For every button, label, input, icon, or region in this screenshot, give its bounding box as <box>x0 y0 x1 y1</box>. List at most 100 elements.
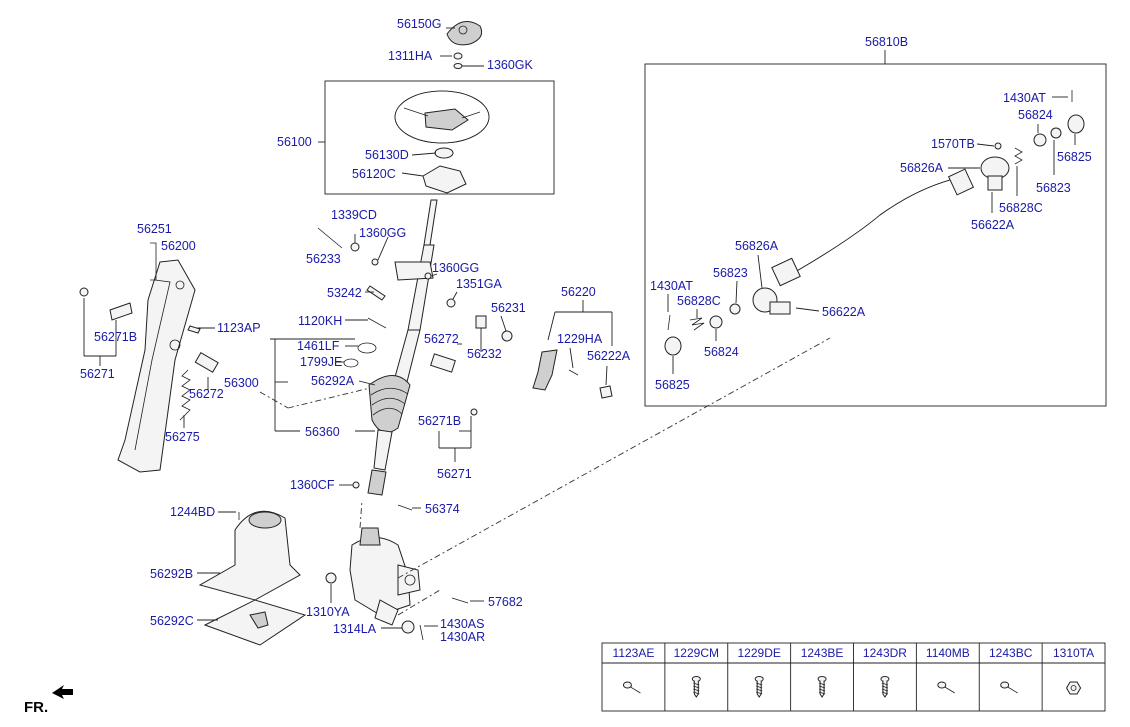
clip-1570tb <box>994 142 1002 150</box>
part-number-label: 1360CF <box>290 478 335 492</box>
part-number-label: 56825 <box>1057 150 1092 164</box>
legend-header: 1140MB <box>926 646 970 660</box>
steering-column <box>367 199 438 496</box>
screw-icon <box>817 676 827 698</box>
bolt-icon <box>937 681 956 694</box>
washer-1360gk <box>453 63 463 69</box>
pin-53242 <box>366 285 386 301</box>
dashed-link-gearbox <box>397 337 831 579</box>
pedal-bracket <box>117 259 196 473</box>
nut-1311ha <box>453 52 463 60</box>
cap-56222a <box>599 385 613 399</box>
part-number-label: 56828C <box>999 201 1043 215</box>
part-number-label: 1430AT <box>1003 91 1046 105</box>
part-number-label: 1799JE <box>300 355 342 369</box>
bolt-56233 <box>317 227 343 249</box>
washer-56271b <box>470 408 478 416</box>
part-number-label: 56231 <box>491 301 526 315</box>
part-number-label: 1339CD <box>331 208 377 222</box>
part-number-label: 56150G <box>397 17 441 31</box>
part-number-label: 56292A <box>311 374 355 388</box>
legend-header: 1229DE <box>738 646 781 660</box>
part-number-label: 56272 <box>189 387 224 401</box>
nut-1351ga <box>446 298 456 308</box>
washer-1360cf <box>352 481 360 489</box>
bracket-56271b-left <box>109 302 133 321</box>
cap-56824-lower <box>709 315 723 329</box>
part-number-label: 1360GK <box>487 58 534 72</box>
part-number-label: 56622A <box>971 218 1015 232</box>
part-number-label: 1311HA <box>388 49 433 63</box>
part-number-label: 56100 <box>277 135 312 149</box>
bushing-56232 <box>475 315 487 329</box>
part-number-label: 56272 <box>424 332 459 346</box>
part-number-label: 56824 <box>1018 108 1053 122</box>
bolt-1120kh <box>367 317 387 329</box>
part-number-label: 56271 <box>80 367 115 381</box>
part-number-label: 56251 <box>137 222 172 236</box>
part-number-label: 56233 <box>306 252 341 266</box>
screw-1123ap <box>187 325 201 334</box>
cap-56823-upper <box>1050 127 1062 139</box>
clip-56251 <box>150 242 157 281</box>
leader-lines <box>83 27 1076 629</box>
spacer-56272-left <box>194 351 219 373</box>
part-number-label: 56271B <box>94 330 137 344</box>
legend-header: 1123AE <box>613 646 655 660</box>
part-number-label: 56374 <box>425 502 460 516</box>
part-number-label: 56826A <box>900 161 944 175</box>
part-number-label: 56300 <box>224 376 259 390</box>
plate-slot <box>249 611 269 629</box>
gearbox-housing <box>349 527 421 626</box>
part-number-label: 56825 <box>655 378 690 392</box>
horn-pad <box>446 21 483 46</box>
pin-1430as <box>419 624 424 641</box>
callout-labels: 56150G 1311HA 1360GK 56100 56130D 56120C 1339C… <box>80 17 1092 644</box>
part-number-label: 56200 <box>161 239 196 253</box>
part-number-label: 56360 <box>305 425 340 439</box>
bolt-57682 <box>451 597 469 604</box>
part-number-label: 1314LA <box>333 622 377 636</box>
legend-header: 1229CM <box>674 646 719 660</box>
washer-1360gg-a <box>371 258 379 266</box>
part-number-label: 56271 <box>437 467 472 481</box>
part-number-label: 53242 <box>327 286 362 300</box>
bolt-56374 <box>397 504 413 511</box>
part-number-label: 56824 <box>704 345 739 359</box>
part-number-label: 56130D <box>365 148 409 162</box>
steering-wheel-box <box>324 80 555 195</box>
washer-1360gg-b <box>424 272 432 280</box>
part-number-label: 1229HA <box>557 332 603 346</box>
part-number-label: 1310YA <box>306 605 350 619</box>
part-number-label: 56826A <box>735 239 779 253</box>
part-number-label: 56271B <box>418 414 461 428</box>
cap-56824-upper <box>1033 133 1047 147</box>
part-number-label: 1360GG <box>359 226 406 240</box>
cable-end-lower <box>771 257 801 287</box>
shift-cable-box <box>644 63 1107 407</box>
part-number-label: 1430AR <box>440 630 485 644</box>
dashed-link-column <box>287 387 371 409</box>
part-number-label: 1461LF <box>297 339 340 353</box>
dashed-link-pivot <box>359 499 363 529</box>
part-number-label: 56823 <box>1036 181 1071 195</box>
shift-cable-outline <box>794 179 951 273</box>
part-number-label: 57682 <box>488 595 523 609</box>
hex-nut-icon <box>1065 681 1082 695</box>
knob-56220 <box>532 349 558 391</box>
boot-56825-lower <box>664 336 682 356</box>
part-number-label: 1123AP <box>217 321 261 335</box>
part-number-label: 56275 <box>165 430 200 444</box>
screw-1229ha <box>568 369 579 376</box>
dashed-link-bracket <box>259 391 289 409</box>
cap-56823-lower <box>729 303 741 315</box>
nut-1339cd <box>350 242 360 252</box>
front-direction-label: FR. <box>24 699 48 716</box>
socket-56826a-lower <box>752 287 791 315</box>
plate-56120c <box>422 165 467 194</box>
pin-1430at-lower <box>667 314 671 331</box>
ring-1799je <box>343 358 359 368</box>
spacer-56272-column <box>430 353 456 373</box>
part-number-label: 56120C <box>352 167 396 181</box>
